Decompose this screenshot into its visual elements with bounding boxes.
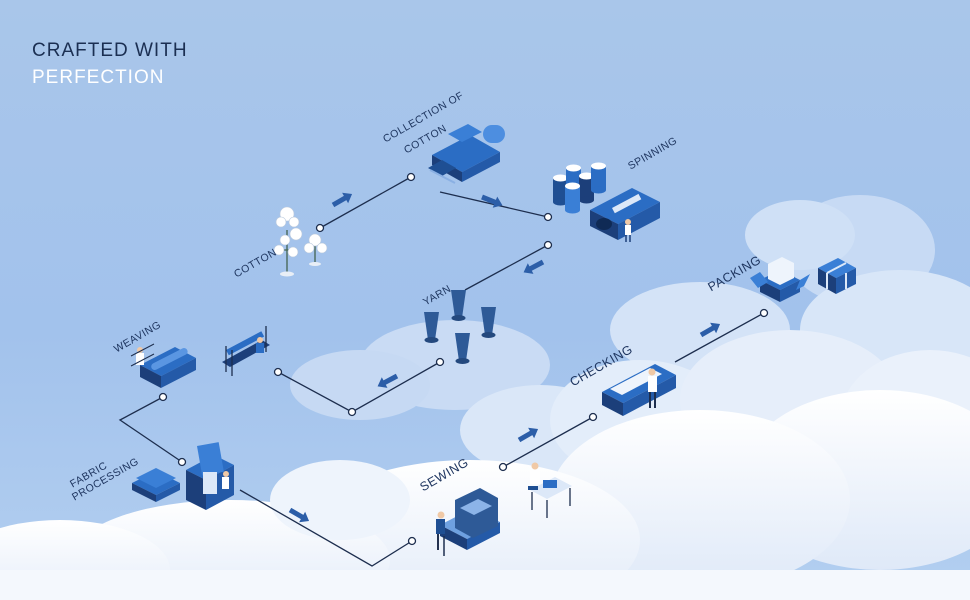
yarn-spool-icon	[553, 162, 606, 214]
title-line-2: PERFECTION	[32, 67, 165, 88]
arrow-icon	[330, 188, 356, 211]
loom-icon	[222, 326, 270, 376]
path-nodes	[158, 172, 769, 546]
arrow-icon	[479, 191, 505, 211]
fabric-machine-icon	[186, 442, 234, 510]
gift-box-icon	[818, 258, 856, 294]
yarn-spool-icon	[424, 290, 496, 364]
loom-icon	[130, 343, 196, 388]
clouds	[0, 195, 970, 600]
sewing-machine-icon	[436, 488, 500, 556]
title-line-1: CRAFTED WITH	[32, 40, 188, 61]
checking-table-icon	[602, 364, 676, 416]
cotton-plant-icon	[273, 206, 328, 277]
harvester-icon	[428, 124, 505, 184]
box-icon	[750, 257, 810, 302]
spinning-machine-icon	[590, 188, 660, 242]
sewing-machine-icon	[528, 462, 572, 518]
arrow-icon	[520, 256, 546, 278]
fabric-stack-icon	[132, 468, 180, 502]
